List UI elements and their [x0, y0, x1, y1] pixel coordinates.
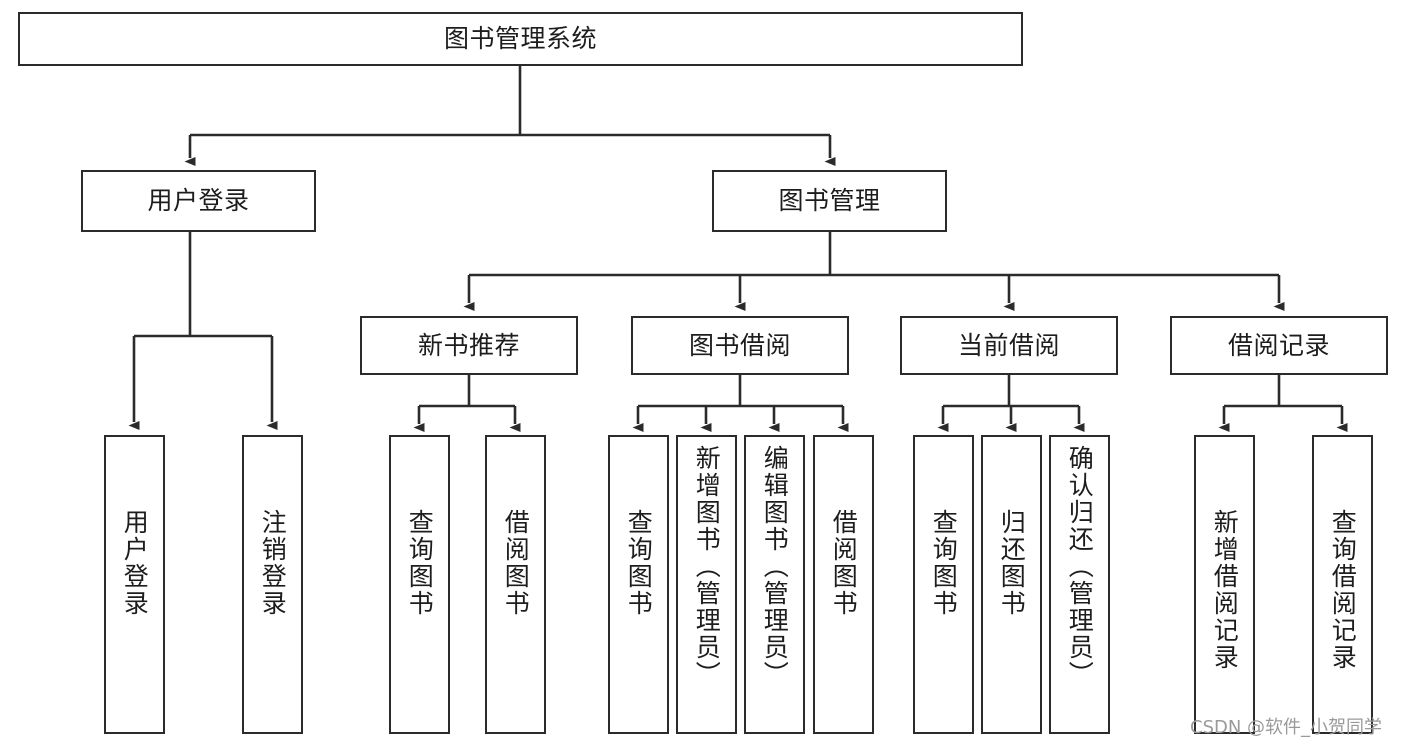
node-leaf-logout-login-label: 注销登录 — [258, 509, 288, 617]
node-root-label: 图书管理系统 — [443, 24, 597, 54]
node-leaf-query-book-3-label: 查询图书 — [929, 509, 959, 617]
node-borrow-record-label: 借阅记录 — [1227, 330, 1330, 360]
node-root[interactable]: 图书管理系统 — [18, 12, 1023, 66]
node-borrow-record[interactable]: 借阅记录 — [1170, 316, 1388, 375]
node-book-manage-label: 图书管理 — [778, 186, 881, 216]
node-leaf-edit-book[interactable]: 编辑图书（管理员） — [744, 435, 805, 734]
node-leaf-borrow-book-2[interactable]: 借阅图书 — [813, 435, 874, 734]
node-leaf-query-book-1[interactable]: 查询图书 — [389, 435, 450, 734]
node-user-login-label: 用户登录 — [147, 186, 250, 216]
node-leaf-return-book[interactable]: 归还图书 — [981, 435, 1042, 734]
node-leaf-query-book-3[interactable]: 查询图书 — [913, 435, 974, 734]
node-book-manage[interactable]: 图书管理 — [712, 170, 947, 232]
node-leaf-confirm-return-label: 确认归还（管理员） — [1065, 445, 1095, 688]
node-current-borrow-label: 当前借阅 — [957, 330, 1060, 360]
node-leaf-add-book-label: 新增图书（管理员） — [692, 445, 722, 688]
node-leaf-logout-login[interactable]: 注销登录 — [242, 435, 303, 734]
node-leaf-return-book-label: 归还图书 — [997, 509, 1027, 617]
node-leaf-add-record-label: 新增借阅记录 — [1210, 509, 1240, 671]
csdn-watermark: CSDN @软件_小贺同学 — [1190, 717, 1383, 738]
node-new-book-recommend[interactable]: 新书推荐 — [360, 316, 578, 375]
node-leaf-user-login[interactable]: 用户登录 — [104, 435, 165, 734]
node-leaf-user-login-label: 用户登录 — [120, 509, 150, 617]
node-leaf-query-record-label: 查询借阅记录 — [1328, 509, 1358, 671]
node-book-borrow[interactable]: 图书借阅 — [631, 316, 849, 375]
node-leaf-edit-book-label: 编辑图书（管理员） — [760, 445, 790, 688]
node-book-borrow-label: 图书借阅 — [688, 330, 791, 360]
node-leaf-query-book-1-label: 查询图书 — [405, 509, 435, 617]
node-leaf-query-record[interactable]: 查询借阅记录 — [1312, 435, 1373, 734]
node-new-book-recommend-label: 新书推荐 — [417, 330, 520, 360]
node-current-borrow[interactable]: 当前借阅 — [900, 316, 1118, 375]
node-leaf-add-book[interactable]: 新增图书（管理员） — [676, 435, 737, 734]
node-leaf-borrow-book-1[interactable]: 借阅图书 — [485, 435, 546, 734]
node-leaf-query-book-2-label: 查询图书 — [624, 509, 654, 617]
node-leaf-confirm-return[interactable]: 确认归还（管理员） — [1049, 435, 1110, 734]
node-leaf-query-book-2[interactable]: 查询图书 — [608, 435, 669, 734]
node-leaf-borrow-book-2-label: 借阅图书 — [829, 509, 859, 617]
node-leaf-borrow-book-1-label: 借阅图书 — [501, 509, 531, 617]
node-user-login[interactable]: 用户登录 — [81, 170, 316, 232]
node-leaf-add-record[interactable]: 新增借阅记录 — [1194, 435, 1255, 734]
